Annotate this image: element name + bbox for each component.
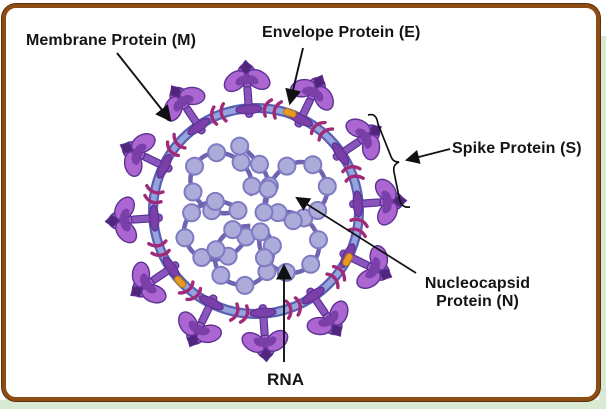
spike-protein-label: Spike Protein (S) [452, 140, 582, 157]
nucleocapsid-label-line1: Nucleocapsid [424, 275, 531, 292]
membrane-protein-icon [341, 165, 365, 183]
spike-brace [367, 113, 411, 208]
membrane-protein-icon [347, 217, 369, 238]
spike-protein-icon [331, 118, 382, 166]
membrane-protein-arrow [116, 52, 172, 122]
nucleocapsid-protein-icon [235, 275, 255, 295]
spike-protein-icon [130, 256, 181, 304]
rna-label: RNA [267, 370, 305, 389]
nucleocapsid-protein-icon [254, 248, 274, 268]
envelope-protein-arrow [285, 47, 304, 106]
envelope-protein-icon [342, 252, 353, 267]
membrane-protein-icon [177, 280, 203, 302]
membrane-protein-label: Membrane Protein (M) [26, 32, 197, 49]
nucleocapsid-protein-icon [183, 182, 203, 202]
nucleocapsid-protein-icon [182, 203, 202, 223]
nucleocapsid-label-line2: Protein (N) [436, 293, 519, 310]
nucleocapsid-protein-icon [211, 265, 231, 285]
membrane-protein-icon [143, 184, 165, 205]
nucleocapsid-protein-icon [223, 220, 243, 240]
nucleocapsid-protein-arrow [295, 196, 417, 274]
membrane-protein-icon [325, 264, 347, 290]
membrane-protein-icon [309, 120, 335, 142]
membrane-protein-icon [229, 302, 250, 324]
nucleocapsid-protein-icon [309, 230, 328, 250]
membrane-protein-icon [210, 102, 228, 126]
nucleocapsid-protein-icon [250, 154, 269, 174]
nucleocapsid-protein-icon [185, 156, 204, 176]
nucleocapsid-protein-icon [175, 228, 195, 248]
nucleocapsid-protein-icon [258, 179, 278, 199]
nucleocapsid-protein-icon [228, 201, 248, 220]
spike-protein-icon [223, 59, 271, 118]
nucleocapsid-protein-icon [230, 136, 250, 156]
nucleocapsid-protein-icon [317, 176, 337, 196]
nucleocapsid-protein-icon [206, 240, 226, 260]
annotation-arrows [116, 47, 451, 362]
page-edge-strip-right [599, 36, 606, 409]
membrane-protein-icon [147, 239, 171, 257]
nucleocapsid-protein-icon [192, 248, 212, 267]
nucleocapsid-protein-icon [301, 254, 321, 274]
nucleocapsid-protein-icon [276, 262, 296, 282]
envelope-protein-icon [282, 108, 297, 118]
spike-protein-icon [119, 133, 173, 179]
membrane-protein-icon [262, 98, 283, 120]
envelope-protein-icon [174, 275, 187, 288]
virion-graphic [104, 59, 408, 363]
nucleocapsid-protein-icon [303, 155, 323, 175]
page-edge-strip-bottom [0, 400, 606, 409]
nucleocapsid-protein-icon [250, 222, 270, 242]
spike-protein-icon [104, 196, 163, 244]
nucleocapsid-protein-icon [283, 211, 303, 231]
nucleocapsid-protein-icon [231, 152, 251, 172]
nucleocapsid-protein-icon [242, 176, 262, 196]
spike-protein-icon [178, 294, 224, 348]
spike-protein-icon [241, 304, 289, 363]
spike-protein-arrow [404, 148, 451, 164]
envelope-protein-label: Envelope Protein (E) [262, 24, 421, 41]
nucleocapsid-protein-icon [207, 143, 227, 163]
membrane-protein-icon [284, 296, 302, 320]
spike-protein-icon [301, 286, 349, 337]
nucleocapsid-protein-label: Nucleocapsid Protein (N) [405, 275, 550, 311]
membrane-protein-icon [165, 132, 187, 158]
nucleocapsid-protein-icon [205, 191, 225, 211]
nucleocapsid-protein-icon [254, 202, 274, 222]
nucleocapsid-protein-icon [277, 156, 297, 176]
